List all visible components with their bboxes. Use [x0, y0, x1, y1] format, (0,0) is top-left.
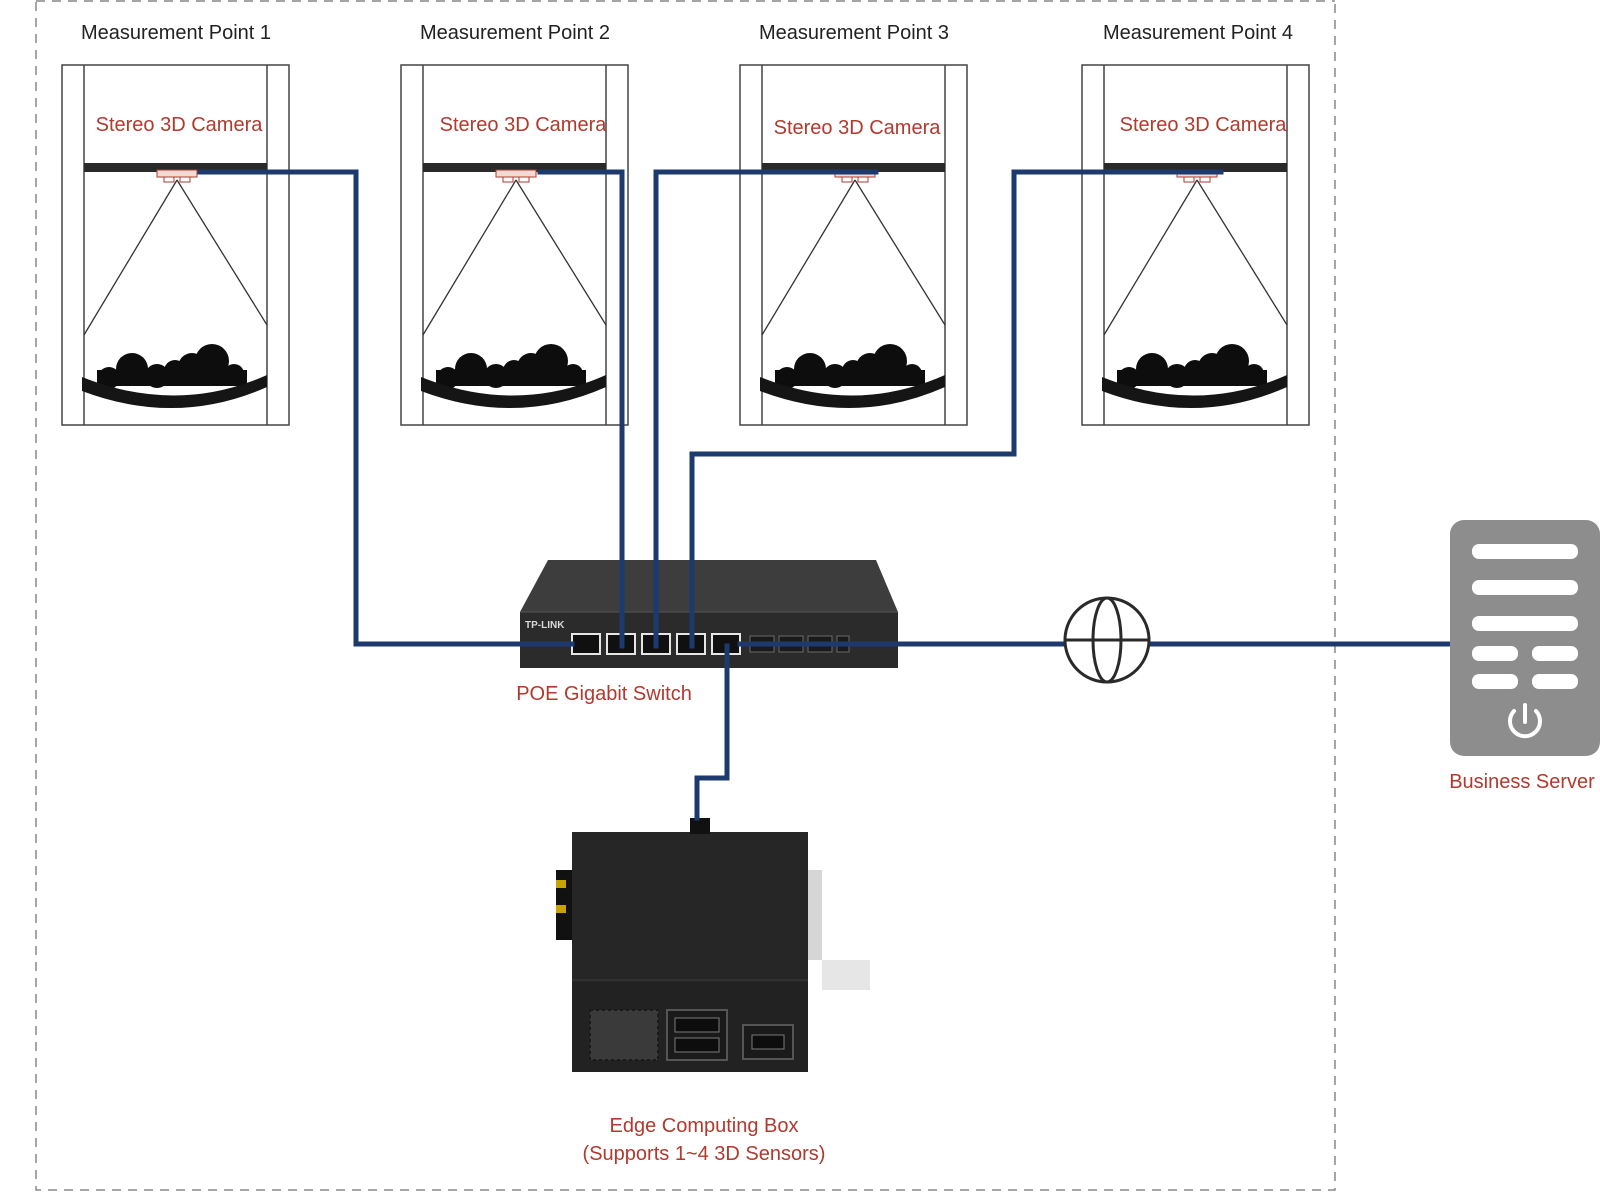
- switch-brand: TP-LINK: [525, 620, 565, 631]
- server-label: Business Server: [1449, 771, 1595, 793]
- material-pile: [775, 344, 925, 389]
- measurement-point-2: [400, 64, 629, 426]
- camera-icon: [156, 169, 198, 183]
- camera-label-2: Stereo 3D Camera: [440, 114, 608, 136]
- material-pile: [436, 344, 586, 389]
- network-cables: [197, 169, 1453, 821]
- measurement-point-1: [61, 64, 290, 426]
- cable-camera-4: [689, 169, 1224, 649]
- measurement-point-3-title: Measurement Point 3: [759, 22, 949, 44]
- cable-camera-3: [653, 169, 879, 649]
- conveyor-belt: [760, 375, 945, 409]
- camera-label-1: Stereo 3D Camera: [96, 114, 264, 136]
- measurement-point-3: [739, 64, 968, 426]
- conveyor-belt: [82, 375, 267, 409]
- edge-box-label-line1: Edge Computing Box: [609, 1115, 798, 1137]
- vent-grille: [589, 1009, 659, 1061]
- poe-gigabit-switch: TP-LINK: [520, 560, 898, 668]
- cable-switch-to-edge-box: [694, 643, 730, 821]
- edge-box-label-line2: (Supports 1~4 3D Sensors): [583, 1143, 826, 1165]
- server-icon: [1450, 520, 1600, 756]
- power-icon: [1508, 703, 1542, 739]
- measurement-point-2-title: Measurement Point 2: [420, 22, 610, 44]
- network-globe-icon: [1063, 596, 1151, 684]
- material-pile: [1117, 344, 1267, 389]
- material-pile: [97, 344, 247, 389]
- conveyor-belt: [421, 375, 606, 409]
- camera-icon: [495, 169, 537, 183]
- system-boundary: [35, 2, 1336, 1191]
- camera-label-3: Stereo 3D Camera: [774, 117, 942, 139]
- conveyor-belt: [1102, 375, 1287, 409]
- measurement-point-1-title: Measurement Point 1: [81, 22, 271, 44]
- measurement-point-4-title: Measurement Point 4: [1103, 22, 1293, 44]
- cable-camera-1: [197, 169, 575, 647]
- switch-label: POE Gigabit Switch: [516, 683, 692, 705]
- measurement-point-4: [1081, 64, 1310, 426]
- cable-camera-2: [537, 169, 625, 649]
- edge-computing-box: [556, 818, 870, 1072]
- camera-label-4: Stereo 3D Camera: [1120, 114, 1288, 136]
